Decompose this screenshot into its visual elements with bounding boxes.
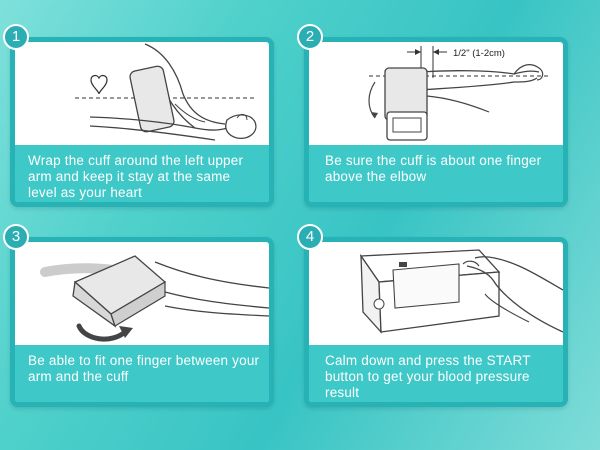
press-start-illustration	[359, 249, 563, 334]
measure-label: 1/2" (1-2cm)	[453, 48, 505, 59]
step-1-caption: Wrap the cuff around the left upper arm …	[15, 145, 269, 202]
step-1-badge: 1	[3, 24, 29, 50]
step-1-panel: Wrap the cuff around the left upper arm …	[10, 37, 274, 207]
step-3-panel: Be able to fit one finger between your a…	[10, 237, 274, 407]
step-3-caption: Be able to fit one finger between your a…	[15, 345, 269, 402]
cuff-above-elbow-illustration: 1/2" (1-2cm)	[368, 46, 549, 141]
heart-icon	[90, 74, 108, 95]
arm-cuff-heart-illustration	[75, 43, 257, 141]
finger-fit-illustration	[40, 255, 269, 342]
step-3-badge: 3	[3, 224, 29, 250]
start-button-icon	[373, 298, 385, 310]
step-4-panel: Calm down and press the START button to …	[304, 237, 568, 407]
step-4-caption: Calm down and press the START button to …	[309, 345, 563, 402]
curved-arrow-icon	[76, 323, 128, 342]
step-4-badge: 4	[297, 224, 323, 250]
step-2-caption: Be sure the cuff is about one finger abo…	[309, 145, 563, 202]
step-2-badge: 2	[297, 24, 323, 50]
step-2-panel: 1/2" (1-2cm) Be sure the cuff is about o…	[304, 37, 568, 207]
